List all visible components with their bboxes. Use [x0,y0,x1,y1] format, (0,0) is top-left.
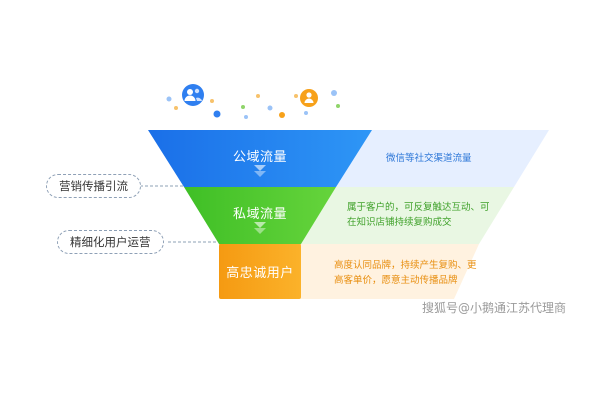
description-line: 高度认同品牌，持续产生复购、更 [334,260,477,271]
tier-description-public-traffic: 微信等社交渠道流量 [386,151,472,166]
description-line: 属于客户的，可反复触达互动、可 [347,202,490,213]
description-line: 在知识店铺持续复购成交 [347,217,452,228]
tier-label-public-traffic: 公域流量 [232,150,287,165]
chevron-down-icon [254,165,266,177]
description-line: 微信等社交渠道流量 [386,153,472,164]
private-traffic-tier [184,187,336,244]
private-traffic-panel [300,187,514,244]
chevron-down-icon [254,222,266,234]
loyal-users-tier-base [219,244,301,299]
watermark: 搜狐号@小鹅通江苏代理商 [421,301,566,315]
side-tag-user-operations: 精细化用户运营 [57,230,164,254]
side-tag-marketing: 营销传播引流 [46,174,141,198]
decorative-dots [166,90,340,119]
tier-description-private-traffic: 属于客户的，可反复触达互动、可 在知识店铺持续复购成交 [347,200,490,230]
tier-label-loyal-users: 高忠诚用户 [226,266,294,281]
tier-label-private-traffic: 私域流量 [232,207,287,222]
public-traffic-panel [335,130,549,187]
users-icon [182,84,204,106]
public-traffic-tier [148,130,372,187]
person-icon [300,89,318,107]
tier-description-loyal-users: 高度认同品牌，持续产生复购、更 高客单价，愿意主动传播品牌 [334,258,477,288]
description-line: 高客单价，愿意主动传播品牌 [334,275,458,286]
loyal-users-panel [270,244,479,299]
